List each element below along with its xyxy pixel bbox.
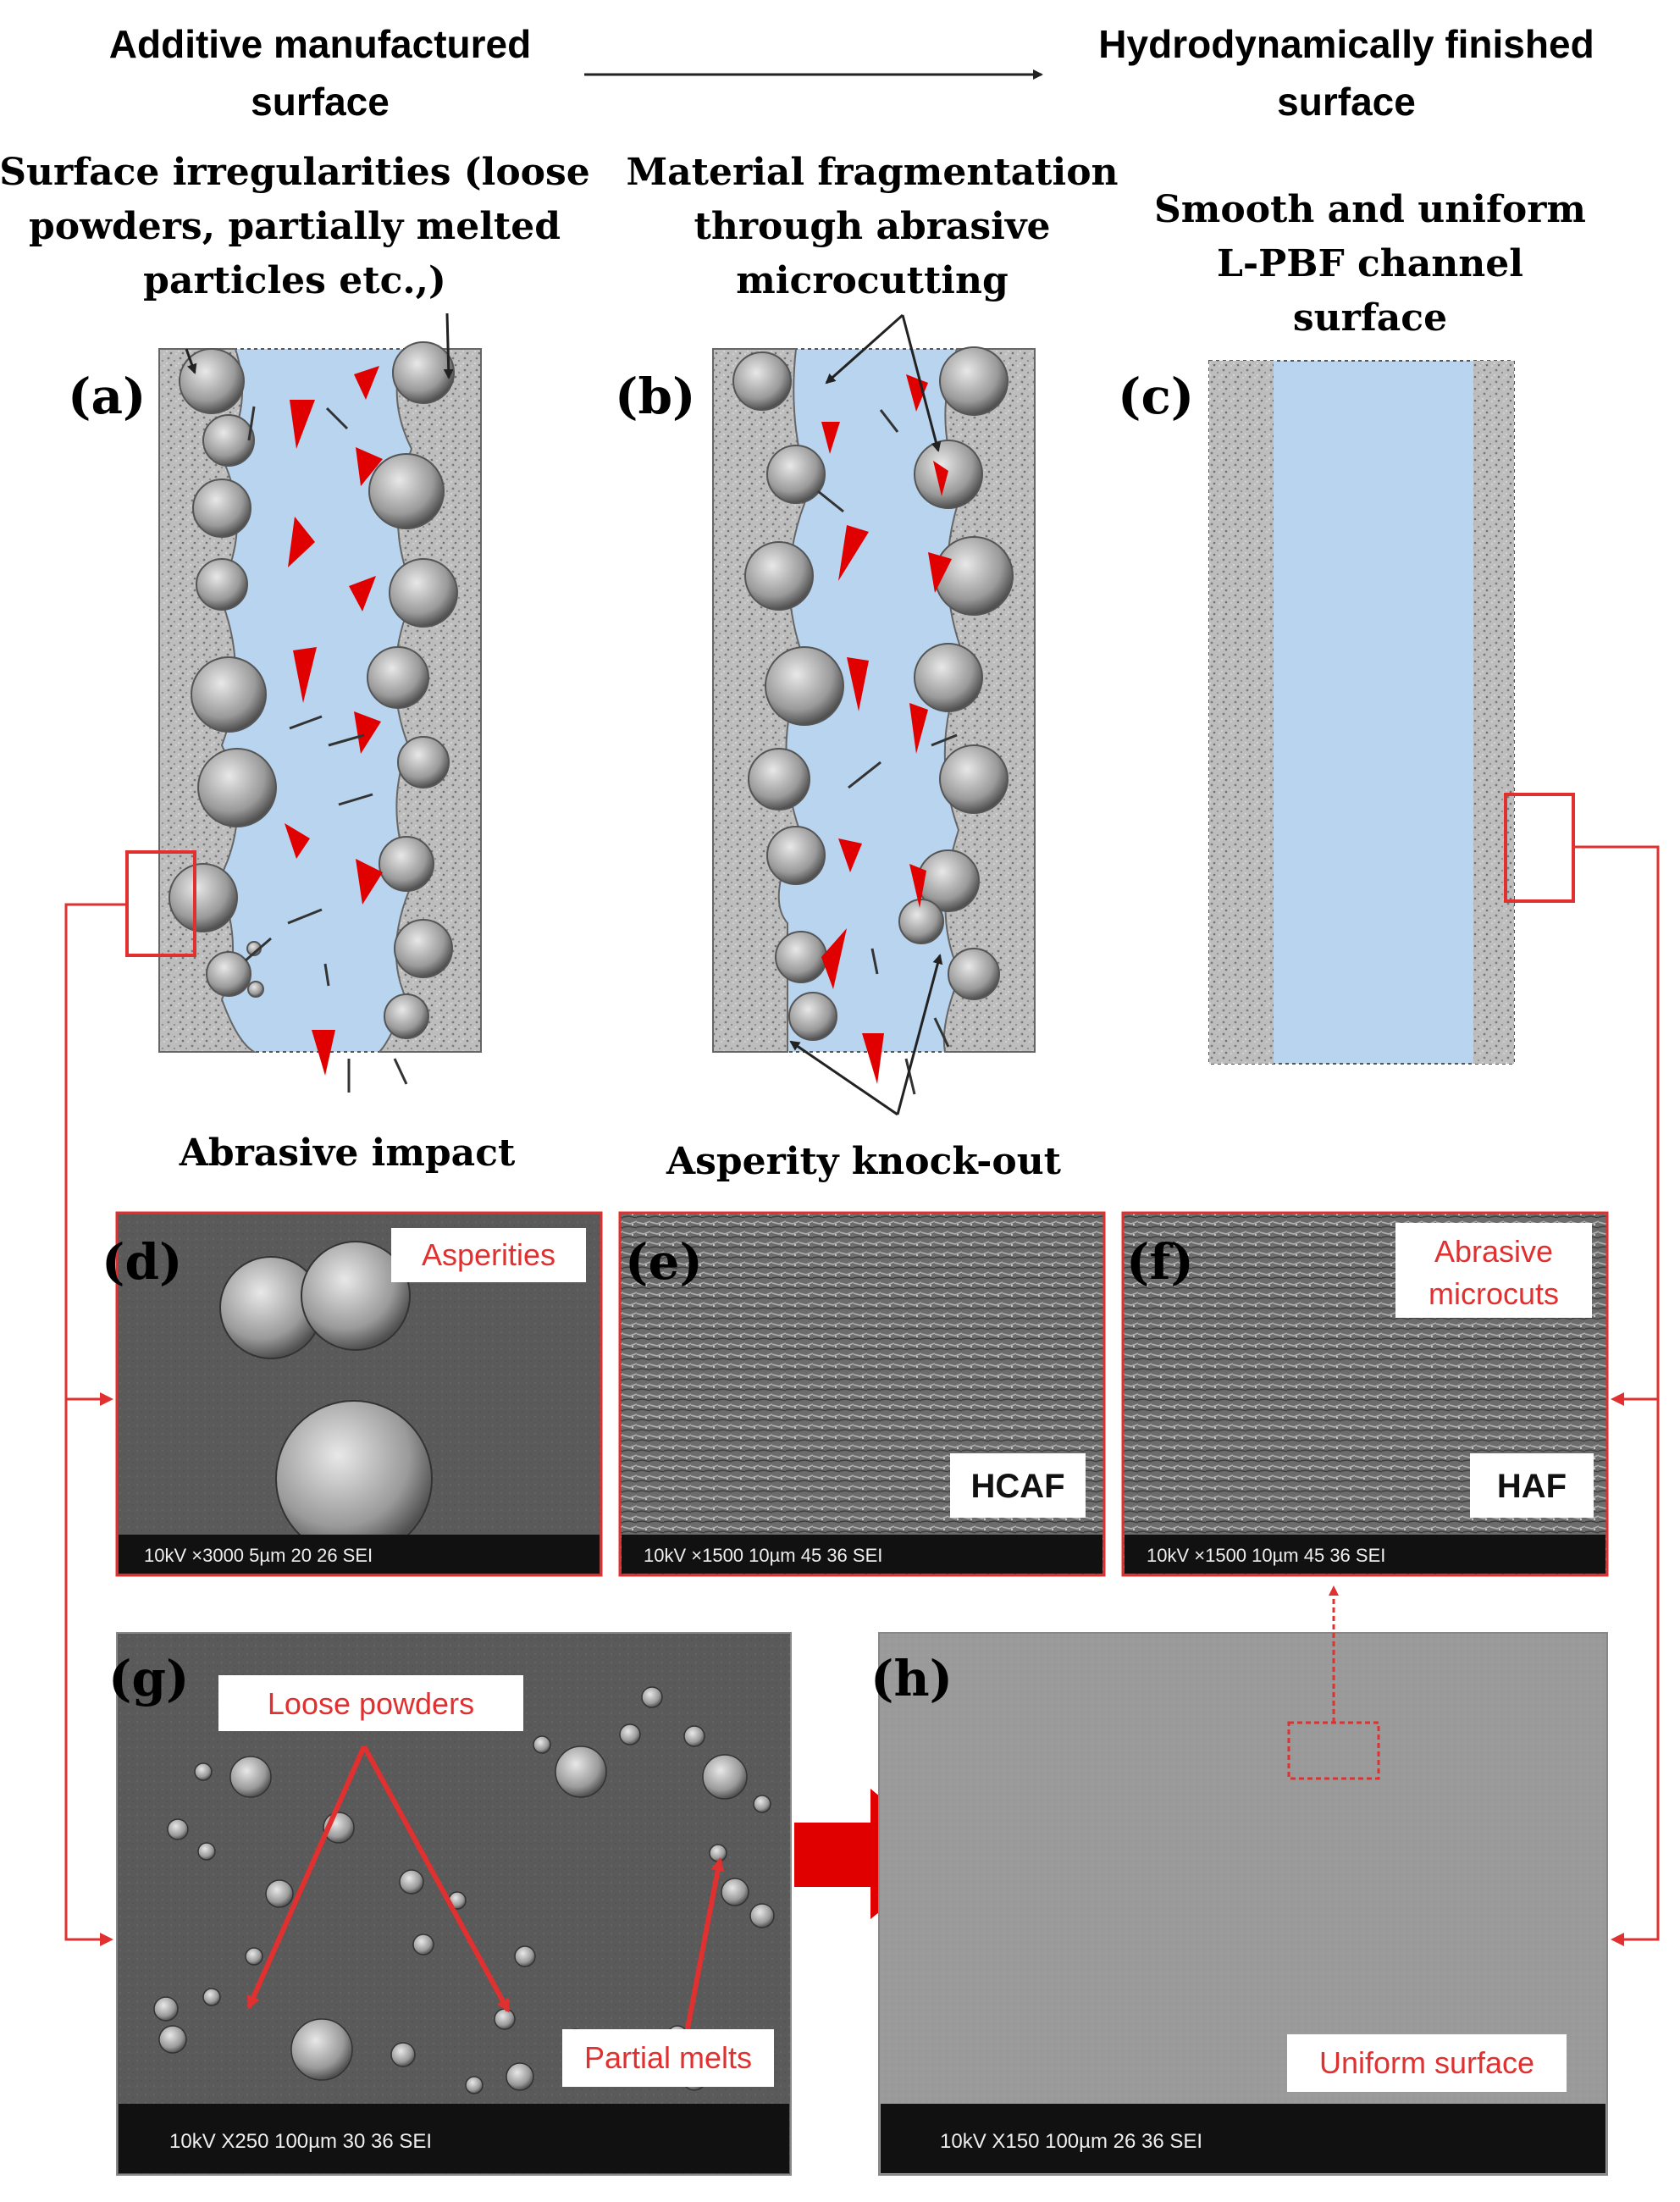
- connector-c: [1573, 845, 1660, 1941]
- asperity-knockout-label: Asperity knock-out: [666, 1140, 1062, 1183]
- arrow-b-microcut-right: [901, 314, 942, 452]
- arrow-b-knockout-left: [789, 1040, 898, 1116]
- d-label: Asperities: [422, 1237, 555, 1272]
- abrasive-particles-b: [821, 374, 952, 1084]
- panel-label-c: (c): [1118, 368, 1194, 425]
- arrow-a-right: [443, 313, 454, 379]
- arrow-b-knockout-right: [896, 954, 943, 1115]
- a-caption-line1: Surface irregularities (loose: [0, 151, 590, 194]
- zoom-box-c: [1504, 793, 1575, 903]
- transition-arrow: [794, 1789, 950, 1919]
- arrow-b-microcut-left: [825, 313, 904, 385]
- arrow-a-left: [185, 348, 197, 374]
- connector-a: [64, 903, 127, 1941]
- panel-c-channel: [1208, 360, 1575, 1065]
- sem-panel-h: 10kV X150 100µm 26 36 SEI Uniform surfac…: [878, 1585, 1608, 2176]
- abrasive-impact-label: Abrasive impact: [179, 1131, 516, 1175]
- c-caption-line2: L-PBF channel: [1217, 242, 1523, 285]
- scalebar-g: 10kV X250 100µm 30 36 SEI: [169, 2130, 432, 2153]
- c-caption-line3: surface: [1293, 296, 1447, 340]
- right-title-line2: surface: [1277, 80, 1416, 124]
- panel-label-h: (h): [870, 1650, 953, 1707]
- a-caption-line2: powders, partially melted: [29, 205, 561, 248]
- b-caption-line1: Material fragmentation: [626, 151, 1118, 194]
- right-title-line1: Hydrodynamically finished: [1098, 22, 1594, 66]
- scalebar-h: 10kV X150 100µm 26 36 SEI: [940, 2130, 1202, 2153]
- f-label-line2: microcuts: [1429, 1276, 1559, 1311]
- scalebar-d: 10kV ×3000 5µm 20 26 SEI: [144, 1545, 373, 1566]
- left-title-line1: Additive manufactured: [109, 22, 531, 66]
- panel-label-a: (a): [68, 368, 146, 425]
- c-caption-line1: Smooth and uniform: [1154, 188, 1586, 231]
- f-label-haf: HAF: [1497, 1468, 1567, 1505]
- panel-label-f: (f): [1126, 1233, 1194, 1291]
- e-label: HCAF: [970, 1468, 1064, 1505]
- b-caption-line2: through abrasive: [694, 205, 1051, 248]
- panel-label-b: (b): [615, 368, 695, 425]
- panel-label-e: (e): [625, 1233, 703, 1291]
- abrasive-particles-a: [285, 366, 383, 1076]
- sem-panel-g: 10kV X250 100µm 30 36 SEI Loose powders …: [116, 1632, 792, 2176]
- a-caption-line3: particles etc.,): [143, 259, 446, 302]
- f-label-line1: Abrasive: [1434, 1234, 1553, 1269]
- scalebar-e: 10kV ×1500 10µm 45 36 SEI: [644, 1545, 882, 1566]
- left-title-line2: surface: [251, 80, 390, 124]
- panel-a-channel: [125, 341, 482, 1093]
- panel-b-channel: [712, 346, 1036, 1095]
- g-label-partial: Partial melts: [584, 2040, 752, 2075]
- h-label: Uniform surface: [1319, 2045, 1534, 2080]
- sem-panel-f: 10kV ×1500 10µm 45 36 SEI Abrasive micro…: [1121, 1211, 1609, 1577]
- sem-panel-e: 10kV ×1500 10µm 45 36 SEI HCAF: [618, 1211, 1106, 1577]
- scalebar-f: 10kV ×1500 10µm 45 36 SEI: [1147, 1545, 1385, 1566]
- panel-label-g: (g): [108, 1650, 189, 1707]
- b-caption-line3: microcutting: [736, 259, 1009, 302]
- g-label-loose: Loose powders: [268, 1686, 474, 1721]
- sem-panel-d: 10kV ×3000 5µm 20 26 SEI Asperities: [115, 1211, 603, 1577]
- panel-label-d: (d): [102, 1233, 182, 1291]
